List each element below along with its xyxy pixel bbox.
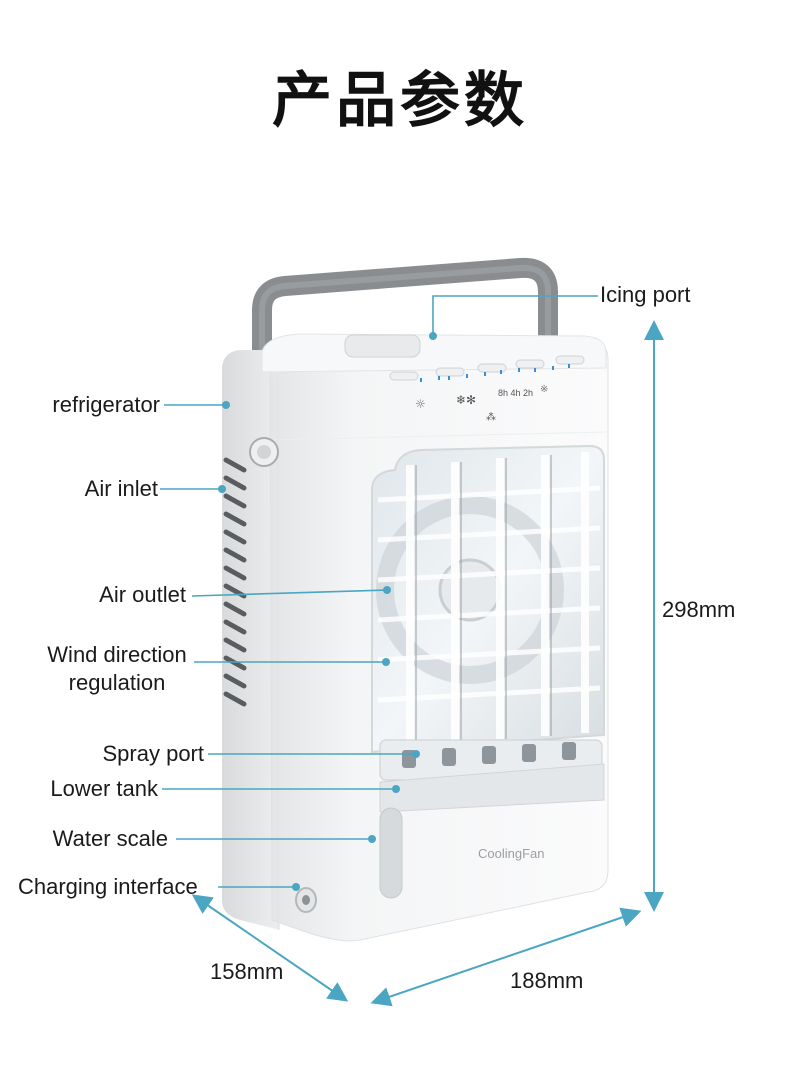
width-arrow <box>370 907 642 1007</box>
callout-wind-direction-line2: regulation <box>68 669 166 695</box>
brand-logo: CoolingFan <box>478 846 545 861</box>
panel-button[interactable] <box>389 371 419 381</box>
callout-air-inlet: Air inlet <box>84 476 158 501</box>
depth-arrow <box>191 894 349 1002</box>
charging-port <box>295 887 317 913</box>
callout-charging-interface: Charging interface <box>18 874 198 899</box>
panel-button[interactable] <box>555 355 585 365</box>
light-icon: ☼ <box>415 397 426 411</box>
air-inlet-vents <box>223 457 247 707</box>
lower-tank <box>379 763 605 813</box>
callout-water-scale: Water scale <box>52 826 168 851</box>
water-scale-window <box>379 807 403 899</box>
dimension-width: 188mm <box>510 968 584 993</box>
front-grille <box>371 444 605 754</box>
callout-wind-direction-line1: Wind direction <box>47 642 187 667</box>
page-title: 产品参数 <box>272 66 528 136</box>
callout-lines <box>160 295 598 891</box>
callout-lower-tank: Lower tank <box>50 776 158 801</box>
dimension-depth: 158mm <box>210 959 284 984</box>
snowflake-icon: ❄✻ <box>456 393 476 407</box>
dimension-height: 298mm <box>662 597 736 622</box>
panel-button[interactable] <box>515 359 545 369</box>
fan-speed-icon: ⁂ <box>486 411 496 423</box>
dimension-arrows <box>191 320 664 1007</box>
control-panel: ☼ ❄✻ 8h 4h 2h ※ ⁂ <box>389 355 585 423</box>
handle-knob <box>249 437 279 467</box>
mode-icon: ※ <box>540 384 548 395</box>
callout-icing-port: Icing port <box>600 282 691 307</box>
callout-spray-port: Spray port <box>102 741 205 766</box>
timer-text: 8h 4h 2h <box>498 388 533 398</box>
callout-refrigerator: refrigerator <box>52 392 160 417</box>
callout-air-outlet: Air outlet <box>99 582 186 607</box>
panel-button[interactable] <box>435 367 465 377</box>
handle <box>252 257 558 455</box>
panel-button[interactable] <box>477 363 507 373</box>
callout-wind-direction: Wind direction regulation <box>30 641 204 696</box>
